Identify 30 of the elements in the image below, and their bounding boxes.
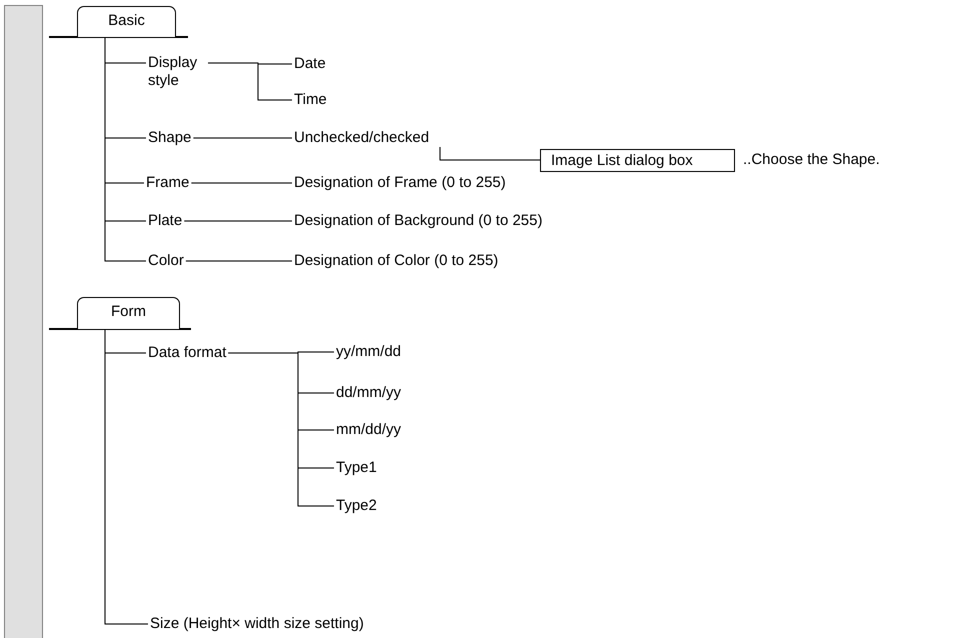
connector-line xyxy=(208,62,292,100)
setting-label: dd/mm/yy xyxy=(334,384,404,402)
setting-label: Designation of Frame (0 to 255) xyxy=(292,174,508,192)
setting-label: Display style xyxy=(146,54,208,90)
setting-label: Date xyxy=(292,55,328,73)
connector-line xyxy=(104,36,146,262)
setting-label: Time xyxy=(292,91,329,109)
setting-label: Designation of Background (0 to 255) xyxy=(292,212,544,230)
connector-line xyxy=(190,182,292,184)
setting-label: Type1 xyxy=(334,459,379,477)
setting-label: Shape xyxy=(146,129,194,147)
setting-label: Plate xyxy=(146,212,184,230)
connector-line xyxy=(228,352,334,506)
setting-label: Color xyxy=(146,252,186,270)
setting-label: Type2 xyxy=(334,497,379,515)
connector-line xyxy=(185,260,292,262)
setting-label: Designation of Color (0 to 255) xyxy=(292,252,500,270)
setting-label: Data format xyxy=(146,344,228,362)
setting-label: mm/dd/yy xyxy=(334,421,404,439)
section-tab: Basic xyxy=(77,6,176,37)
dialog-name-box: Image List dialog box xyxy=(540,149,735,172)
setting-label: Unchecked/checked xyxy=(292,129,432,147)
note-text: ..Choose the Shape. xyxy=(743,151,880,169)
setting-label: yy/mm/dd xyxy=(334,343,404,361)
section-tab: Form xyxy=(77,297,180,329)
connector-line xyxy=(184,220,292,222)
setting-label: Size (Height× width size setting) xyxy=(148,615,366,633)
connector-line xyxy=(440,146,540,160)
setting-label: Frame xyxy=(144,174,192,192)
side-bar xyxy=(4,5,43,638)
